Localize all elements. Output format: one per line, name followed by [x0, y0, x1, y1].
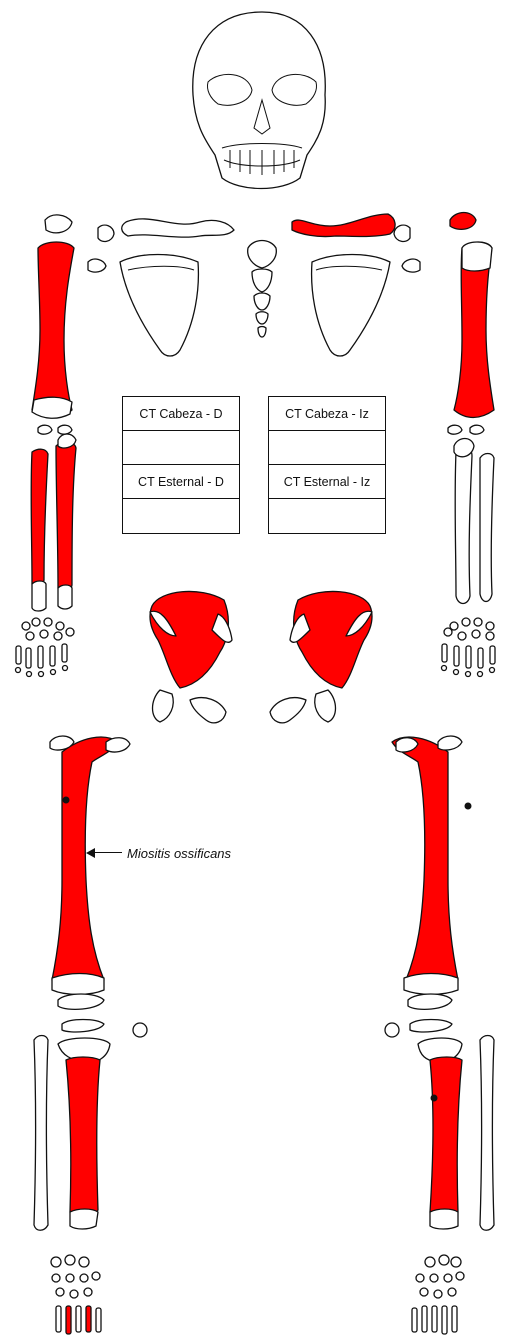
humerus-right[interactable] [32, 242, 74, 418]
ct-sternal-right-label: CT Esternal - D [123, 465, 239, 499]
ulna-left [480, 454, 494, 602]
hand-left [442, 618, 496, 677]
foot-left [412, 1255, 464, 1334]
annotation-label: Miositis ossificans [127, 846, 231, 861]
ct-table-left: CT Cabeza - Iz CT Esternal - Iz [268, 396, 386, 534]
skull [193, 12, 326, 189]
scapula-right [120, 255, 198, 357]
ct-sternal-right-value[interactable] [123, 499, 239, 533]
scapula-left [312, 255, 390, 357]
foot-right [51, 1255, 101, 1334]
patella-right [133, 1023, 147, 1037]
fibula-right [34, 1036, 48, 1231]
patella-left [385, 1023, 399, 1037]
annotation-arrowhead [86, 848, 95, 858]
radius-right[interactable] [31, 449, 48, 589]
acromion-right [98, 225, 114, 241]
ct-sternal-left-label: CT Esternal - Iz [269, 465, 385, 499]
ossification-mark-right [63, 797, 70, 804]
sternum [248, 241, 277, 338]
fibula-left [480, 1036, 494, 1231]
ilium-right[interactable] [150, 591, 228, 688]
ct-head-right-label: CT Cabeza - D [123, 397, 239, 431]
humeral-epiphysis-right [45, 215, 72, 233]
tibia-left[interactable] [430, 1057, 462, 1220]
clavicle-left[interactable] [292, 214, 395, 237]
ossification-mark-left [465, 803, 472, 810]
pubis-right [190, 698, 226, 723]
ct-head-left-value[interactable] [269, 431, 385, 465]
ischium-right [153, 690, 174, 722]
acromion-left [394, 225, 410, 241]
clavicle-right [122, 219, 234, 237]
femur-right[interactable] [52, 737, 118, 987]
humeral-epiphysis-left[interactable] [450, 213, 476, 230]
coracoid-left [402, 259, 420, 272]
hand-right [16, 618, 75, 677]
ct-head-right-value[interactable] [123, 431, 239, 465]
coracoid-right [88, 259, 106, 272]
ischium-left [315, 690, 336, 722]
ct-head-left-label: CT Cabeza - Iz [269, 397, 385, 431]
ct-sternal-left-value[interactable] [269, 499, 385, 533]
ossification-mark-tibia-left [431, 1095, 438, 1102]
femur-left[interactable] [392, 737, 458, 987]
ulna-right[interactable] [56, 442, 76, 594]
tibia-right[interactable] [66, 1057, 100, 1219]
radius-left [455, 447, 472, 603]
ilium-left[interactable] [294, 591, 372, 688]
ct-table-right: CT Cabeza - D CT Esternal - D [122, 396, 240, 534]
pubis-left [270, 698, 306, 723]
